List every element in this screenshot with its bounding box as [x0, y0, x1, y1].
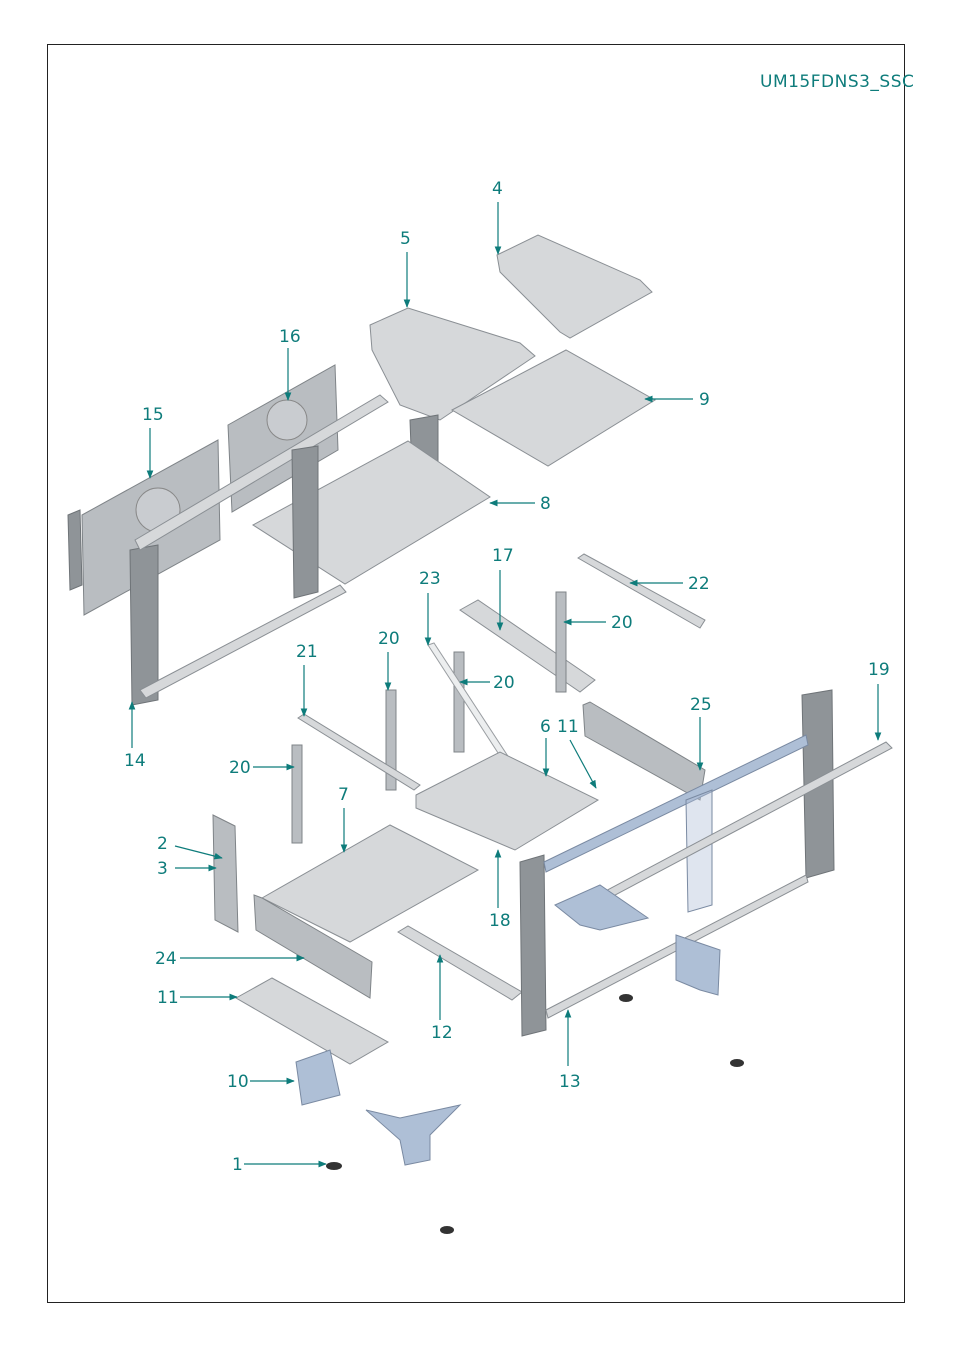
part-24-panel [253, 894, 373, 999]
parts [67, 234, 893, 1234]
drawing-code: UM15FDNS3_SSC [760, 72, 915, 92]
corner-bracket-right [675, 934, 721, 996]
callout-20-d: 20 [229, 758, 251, 778]
callout-11-b: 11 [557, 717, 579, 737]
callout-1: 1 [232, 1155, 243, 1175]
part-14-rail-top [134, 394, 389, 551]
callout-14: 14 [124, 751, 146, 771]
part-10-bracket [295, 1049, 341, 1106]
callout-4: 4 [492, 179, 503, 199]
callout-17: 17 [492, 546, 514, 566]
part-20-post-d [291, 744, 303, 844]
part-13-upright-front [519, 854, 547, 1037]
callout-9: 9 [699, 390, 710, 410]
callout-22: 22 [688, 574, 710, 594]
callout-10: 10 [227, 1072, 249, 1092]
callout-15: 15 [142, 405, 164, 425]
part-4-plate [496, 234, 653, 339]
callout-3: 3 [157, 859, 168, 879]
callout-12: 12 [431, 1023, 453, 1043]
part-17-bracket [459, 599, 596, 693]
part-11-plate [234, 977, 390, 1065]
part-9-plate [450, 349, 656, 467]
part-1-foot [326, 1162, 342, 1170]
callouts: 4 5 16 15 9 8 17 22 23 20 20 20 21 20 19… [124, 179, 890, 1175]
callout-8: 8 [540, 494, 551, 514]
callout-18: 18 [489, 911, 511, 931]
foot-d [730, 1059, 744, 1067]
part-12-rail [397, 925, 523, 1001]
callout-25: 25 [690, 695, 712, 715]
callout-13: 13 [559, 1072, 581, 1092]
part-22-rail [577, 553, 706, 629]
corner-bracket-top [554, 884, 650, 931]
part-21-rail [297, 713, 421, 791]
callout-11-a: 11 [157, 988, 179, 1008]
part-5-plate [369, 307, 536, 421]
callout-6: 6 [540, 717, 551, 737]
part-14-upright-left [129, 544, 159, 706]
part-14-upright-right [291, 445, 319, 599]
callout-16: 16 [279, 327, 301, 347]
callout-19: 19 [868, 660, 890, 680]
callout-7: 7 [338, 785, 349, 805]
callout-20-a: 20 [611, 613, 633, 633]
callout-23: 23 [419, 569, 441, 589]
callout-21: 21 [296, 642, 318, 662]
part-14-flange [67, 509, 83, 591]
foot-c [619, 994, 633, 1002]
part-16-hole [266, 399, 308, 441]
callout-20-c: 20 [378, 629, 400, 649]
foot-b [440, 1226, 454, 1234]
part-13-upper-rail [543, 734, 809, 873]
part-2-3-plate [212, 814, 239, 933]
part-14-rail-bottom [139, 584, 347, 699]
callout-20-b: 20 [493, 673, 515, 693]
callout-24: 24 [155, 949, 177, 969]
part-20-post-b [453, 651, 465, 753]
callout-5: 5 [400, 229, 411, 249]
callout-2: 2 [157, 834, 168, 854]
part-6-plate [415, 751, 600, 851]
part-20-post-a [555, 591, 567, 693]
part-25-panel [582, 701, 706, 801]
corner-bracket [365, 1104, 462, 1166]
drawing-frame [47, 44, 905, 1303]
